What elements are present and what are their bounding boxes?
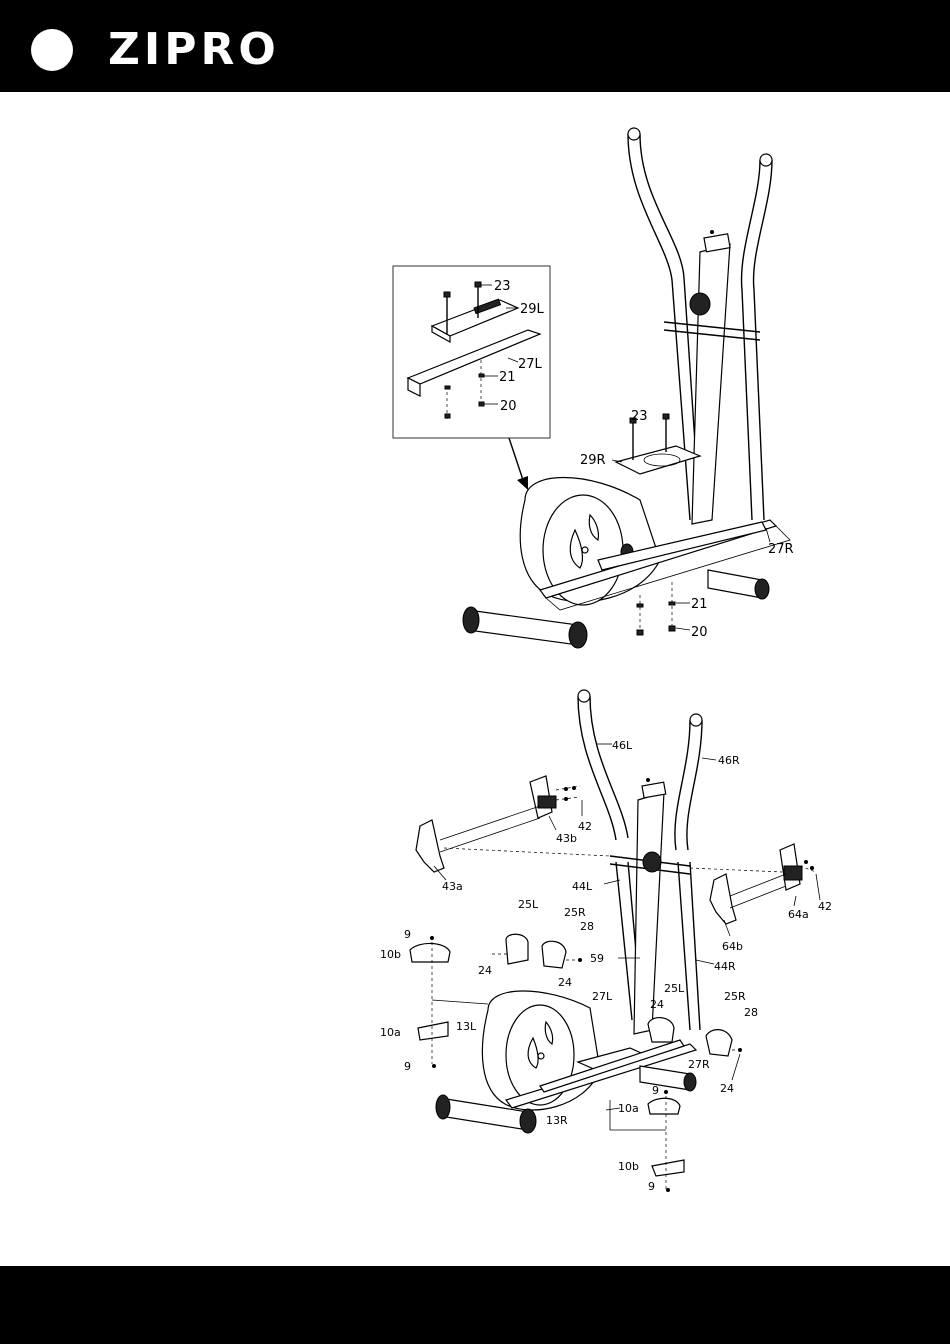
elliptical-trainer-1 xyxy=(463,128,790,648)
label-23-main: 23 xyxy=(631,409,648,424)
label-10a-left: 10a xyxy=(380,1026,401,1039)
label-42-left: 42 xyxy=(578,820,592,833)
bracket-43a xyxy=(416,820,444,872)
label-27l: 27L xyxy=(518,357,543,372)
label-9-top: 9 xyxy=(404,928,411,941)
bracket-64b xyxy=(710,874,736,924)
label-29l: 29L xyxy=(520,302,545,317)
label-64b: 64b xyxy=(722,940,743,953)
label-20-inset: 20 xyxy=(500,399,517,414)
label-27r: 27R xyxy=(768,542,794,557)
diagram-step-pedals: 23 29L 27L 21 20 xyxy=(393,128,794,648)
label-42-right: 42 xyxy=(818,900,832,913)
label-27l: 27L xyxy=(592,990,613,1003)
label-13r: 13R xyxy=(546,1114,568,1127)
cover-25l-mid xyxy=(648,1018,674,1042)
inset-pedal-plate xyxy=(432,300,518,336)
label-46r: 46R xyxy=(718,754,740,767)
front-stabilizer xyxy=(468,610,578,645)
label-25l-top: 25L xyxy=(518,898,539,911)
label-21-inset: 21 xyxy=(499,370,516,385)
label-28-top: 28 xyxy=(580,920,594,933)
label-24-a: 24 xyxy=(478,964,492,977)
label-10a-right: 10a xyxy=(618,1102,639,1115)
label-44r: 44R xyxy=(714,960,736,973)
label-24-d: 24 xyxy=(720,1082,734,1095)
label-27r: 27R xyxy=(688,1058,710,1071)
rear-stabilizer xyxy=(708,570,762,598)
label-9-left: 9 xyxy=(404,1060,411,1073)
label-9-bottom: 9 xyxy=(648,1180,655,1193)
label-24-b: 24 xyxy=(558,976,572,989)
cover-10a-left xyxy=(418,1022,448,1040)
pedal-right xyxy=(616,446,700,474)
label-46l: 46L xyxy=(612,739,633,752)
label-29r: 29R xyxy=(580,453,606,468)
inset-pointer xyxy=(509,438,524,483)
label-59: 59 xyxy=(590,952,604,965)
cover-10b-left xyxy=(410,943,450,962)
label-43b: 43b xyxy=(556,832,577,845)
page-footer xyxy=(0,1266,950,1344)
label-13l: 13L xyxy=(456,1020,477,1033)
cover-10a-right xyxy=(648,1098,680,1114)
console-mast xyxy=(692,244,730,524)
cover-10b-right xyxy=(652,1160,684,1176)
label-64a: 64a xyxy=(788,908,809,921)
cover-25r-top xyxy=(542,941,566,968)
tension-knob xyxy=(690,293,710,315)
cover-25l-top xyxy=(506,934,528,964)
label-9-right: 9 xyxy=(652,1084,659,1097)
diagram-step-handlebars: 46L 46R 42 43b 43a 44L 64a 42 25L 25R 28… xyxy=(380,690,832,1193)
label-43a: 43a xyxy=(442,880,463,893)
label-10b-left: 10b xyxy=(380,948,401,961)
inset-arrowhead xyxy=(517,476,528,490)
label-25r-mid: 25R xyxy=(724,990,746,1003)
cover-25r-mid xyxy=(706,1030,732,1056)
label-25l-mid: 25L xyxy=(664,982,685,995)
label-20-main: 20 xyxy=(691,625,708,640)
label-24-c: 24 xyxy=(650,998,664,1011)
label-10b-right: 10b xyxy=(618,1160,639,1173)
label-25r-top: 25R xyxy=(564,906,586,919)
label-28-mid: 28 xyxy=(744,1006,758,1019)
label-21-main: 21 xyxy=(691,597,708,612)
label-44l: 44L xyxy=(572,880,593,893)
label-23-inset: 23 xyxy=(494,279,511,294)
